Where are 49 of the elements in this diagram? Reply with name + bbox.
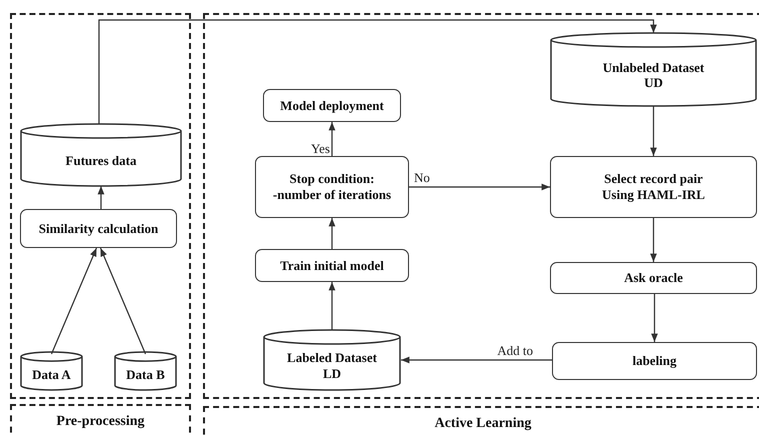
process-box [255, 249, 409, 282]
node-label: UD [644, 75, 663, 91]
database-cylinder [263, 330, 401, 390]
node-label: Data B [126, 366, 165, 382]
arrow [50, 248, 98, 354]
arrow [328, 218, 336, 249]
edge-label: Yes [310, 142, 331, 155]
arrow [328, 122, 336, 156]
arrow [98, 186, 104, 209]
arrow [100, 248, 146, 354]
node-label: Select record pair [604, 171, 703, 187]
process-box [20, 209, 177, 248]
node-label: Data A [32, 366, 71, 382]
section-title: Pre-processing [56, 414, 145, 431]
arrow [650, 218, 657, 262]
node-label: Similarity calculation [38, 220, 158, 236]
process-box [263, 89, 401, 122]
arrow [409, 184, 550, 190]
process-box [550, 156, 757, 218]
node-label: Unlabeled Dataset [602, 60, 704, 76]
node-label: Labeled Dataset [287, 350, 377, 366]
database-cylinder [114, 352, 177, 390]
database-cylinder [20, 124, 182, 186]
section-band [203, 406, 759, 435]
node-label: -number of iterations [272, 187, 392, 203]
arrow [650, 106, 657, 156]
process-box [552, 342, 757, 380]
edge-label: Add to [496, 344, 534, 357]
process-box [255, 156, 409, 218]
database-cylinder [550, 33, 757, 106]
section-title: Active Learning [434, 416, 532, 433]
node-label: Train initial model [280, 258, 384, 274]
node-label: Using HAML-IRL [602, 187, 705, 203]
section-band [10, 404, 191, 435]
node-label: labeling [632, 353, 677, 369]
dashed-region [10, 13, 191, 399]
edge-label: No [413, 171, 431, 184]
node-label: Model deployment [280, 98, 384, 114]
arrow [651, 294, 658, 342]
node-label: Stop condition: [290, 171, 374, 187]
database-cylinder [20, 352, 83, 390]
arrow [401, 356, 552, 364]
arrow [98, 19, 657, 124]
node-label: Futures data [66, 152, 136, 168]
arrow [328, 282, 336, 330]
dashed-region [203, 13, 759, 399]
process-box [550, 262, 757, 294]
node-label: Ask oracle [624, 270, 683, 286]
node-label: LD [322, 366, 342, 382]
